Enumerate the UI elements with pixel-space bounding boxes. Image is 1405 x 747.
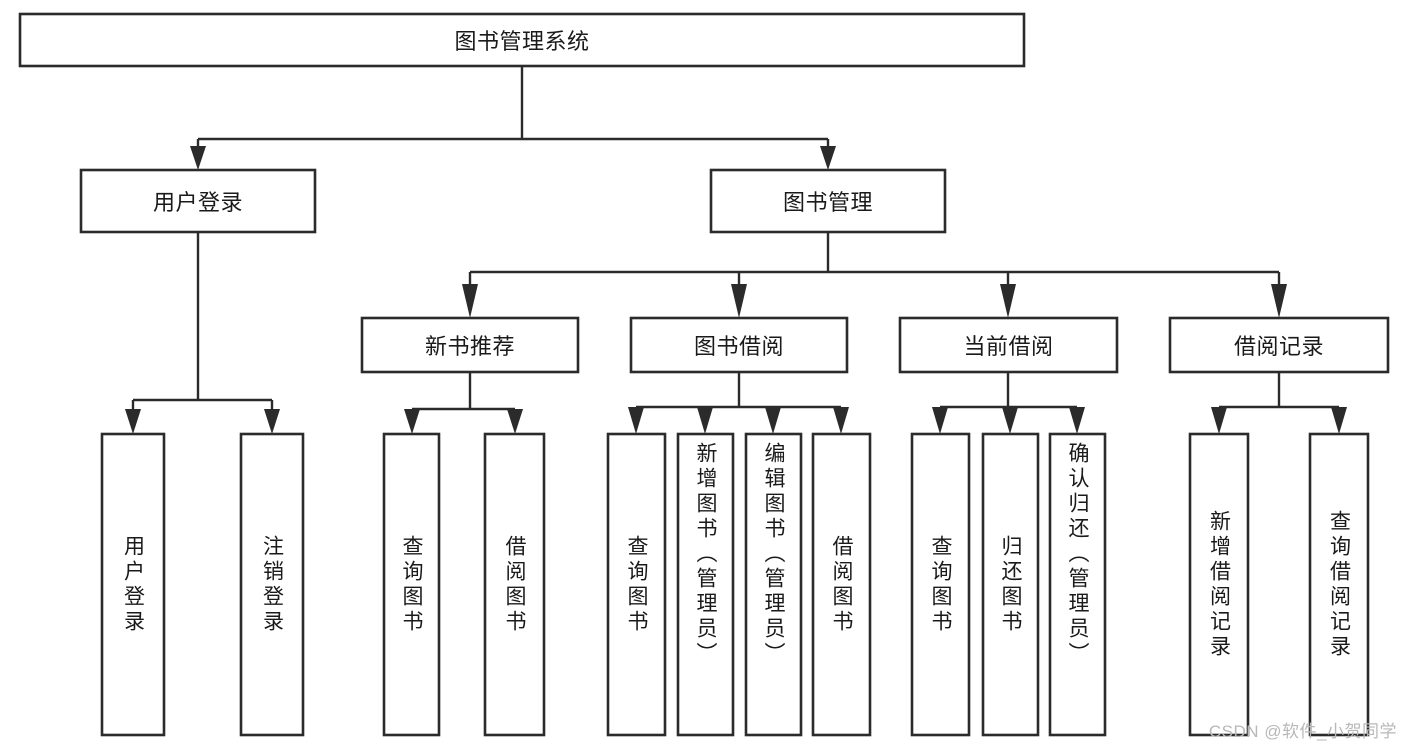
arrow-head-leaf-add-record — [1211, 407, 1227, 434]
node-leaf-borrow-book-1-box[interactable] — [483, 432, 546, 737]
node-leaf-query-book-2-box[interactable] — [606, 432, 667, 737]
node-book-borrow-box[interactable] — [629, 316, 849, 374]
arrow-head-new-book-recommend — [462, 284, 478, 318]
node-leaf-confirm-return-box[interactable] — [1048, 432, 1107, 737]
arrow-head-leaf-query-record — [1331, 407, 1347, 434]
connector-group-book-management — [462, 232, 1287, 318]
arrow-head-leaf-edit-book — [765, 407, 781, 434]
arrow-head-leaf-borrow-book-1 — [507, 409, 523, 434]
connector-group-borrow-record — [1211, 372, 1347, 434]
arrow-head-leaf-confirm-return — [1069, 407, 1085, 434]
arrow-head-book-management — [820, 146, 836, 170]
arrow-head-leaf-return-book — [1002, 407, 1018, 434]
arrow-head-leaf-user-logout — [264, 409, 280, 434]
node-user-login-box[interactable] — [79, 168, 317, 234]
node-leaf-return-book-box[interactable] — [981, 432, 1040, 737]
node-current-borrow-box[interactable] — [898, 316, 1119, 374]
arrow-head-borrow-record — [1271, 284, 1287, 318]
node-leaf-add-book-box[interactable] — [676, 432, 735, 737]
arrow-head-leaf-user-login — [125, 409, 141, 434]
node-leaf-query-book-1-box[interactable] — [382, 432, 441, 737]
node-root-box[interactable] — [18, 12, 1026, 68]
node-leaf-query-record-box[interactable] — [1308, 432, 1370, 737]
arrow-head-leaf-borrow-book-2 — [833, 407, 849, 434]
arrow-head-current-borrow — [1000, 284, 1016, 318]
connector-group-user-login — [125, 232, 280, 434]
node-borrow-record-box[interactable] — [1168, 316, 1390, 374]
node-leaf-borrow-book-2-box[interactable] — [811, 432, 872, 737]
connector-group-new-book-recommend — [404, 372, 523, 434]
connector-group-current-borrow — [932, 372, 1085, 434]
node-leaf-edit-book-box[interactable] — [744, 432, 803, 737]
node-leaf-user-login-box[interactable] — [100, 432, 166, 737]
node-leaf-add-record-box[interactable] — [1188, 432, 1250, 737]
arrow-head-leaf-query-book-2 — [628, 407, 644, 434]
arrow-head-leaf-query-book-3 — [932, 407, 948, 434]
arrow-head-leaf-add-book — [697, 407, 713, 434]
arrow-head-book-borrow — [731, 284, 747, 318]
connector-group-root — [190, 66, 836, 170]
arrow-head-leaf-query-book-1 — [404, 409, 420, 434]
node-leaf-user-logout-box[interactable] — [239, 432, 305, 737]
node-leaf-query-book-3-box[interactable] — [910, 432, 971, 737]
arrow-head-user-login — [190, 146, 206, 170]
node-new-book-recommend-box[interactable] — [360, 316, 580, 374]
connector-group-book-borrow — [628, 372, 849, 434]
node-book-management-box[interactable] — [709, 168, 947, 234]
